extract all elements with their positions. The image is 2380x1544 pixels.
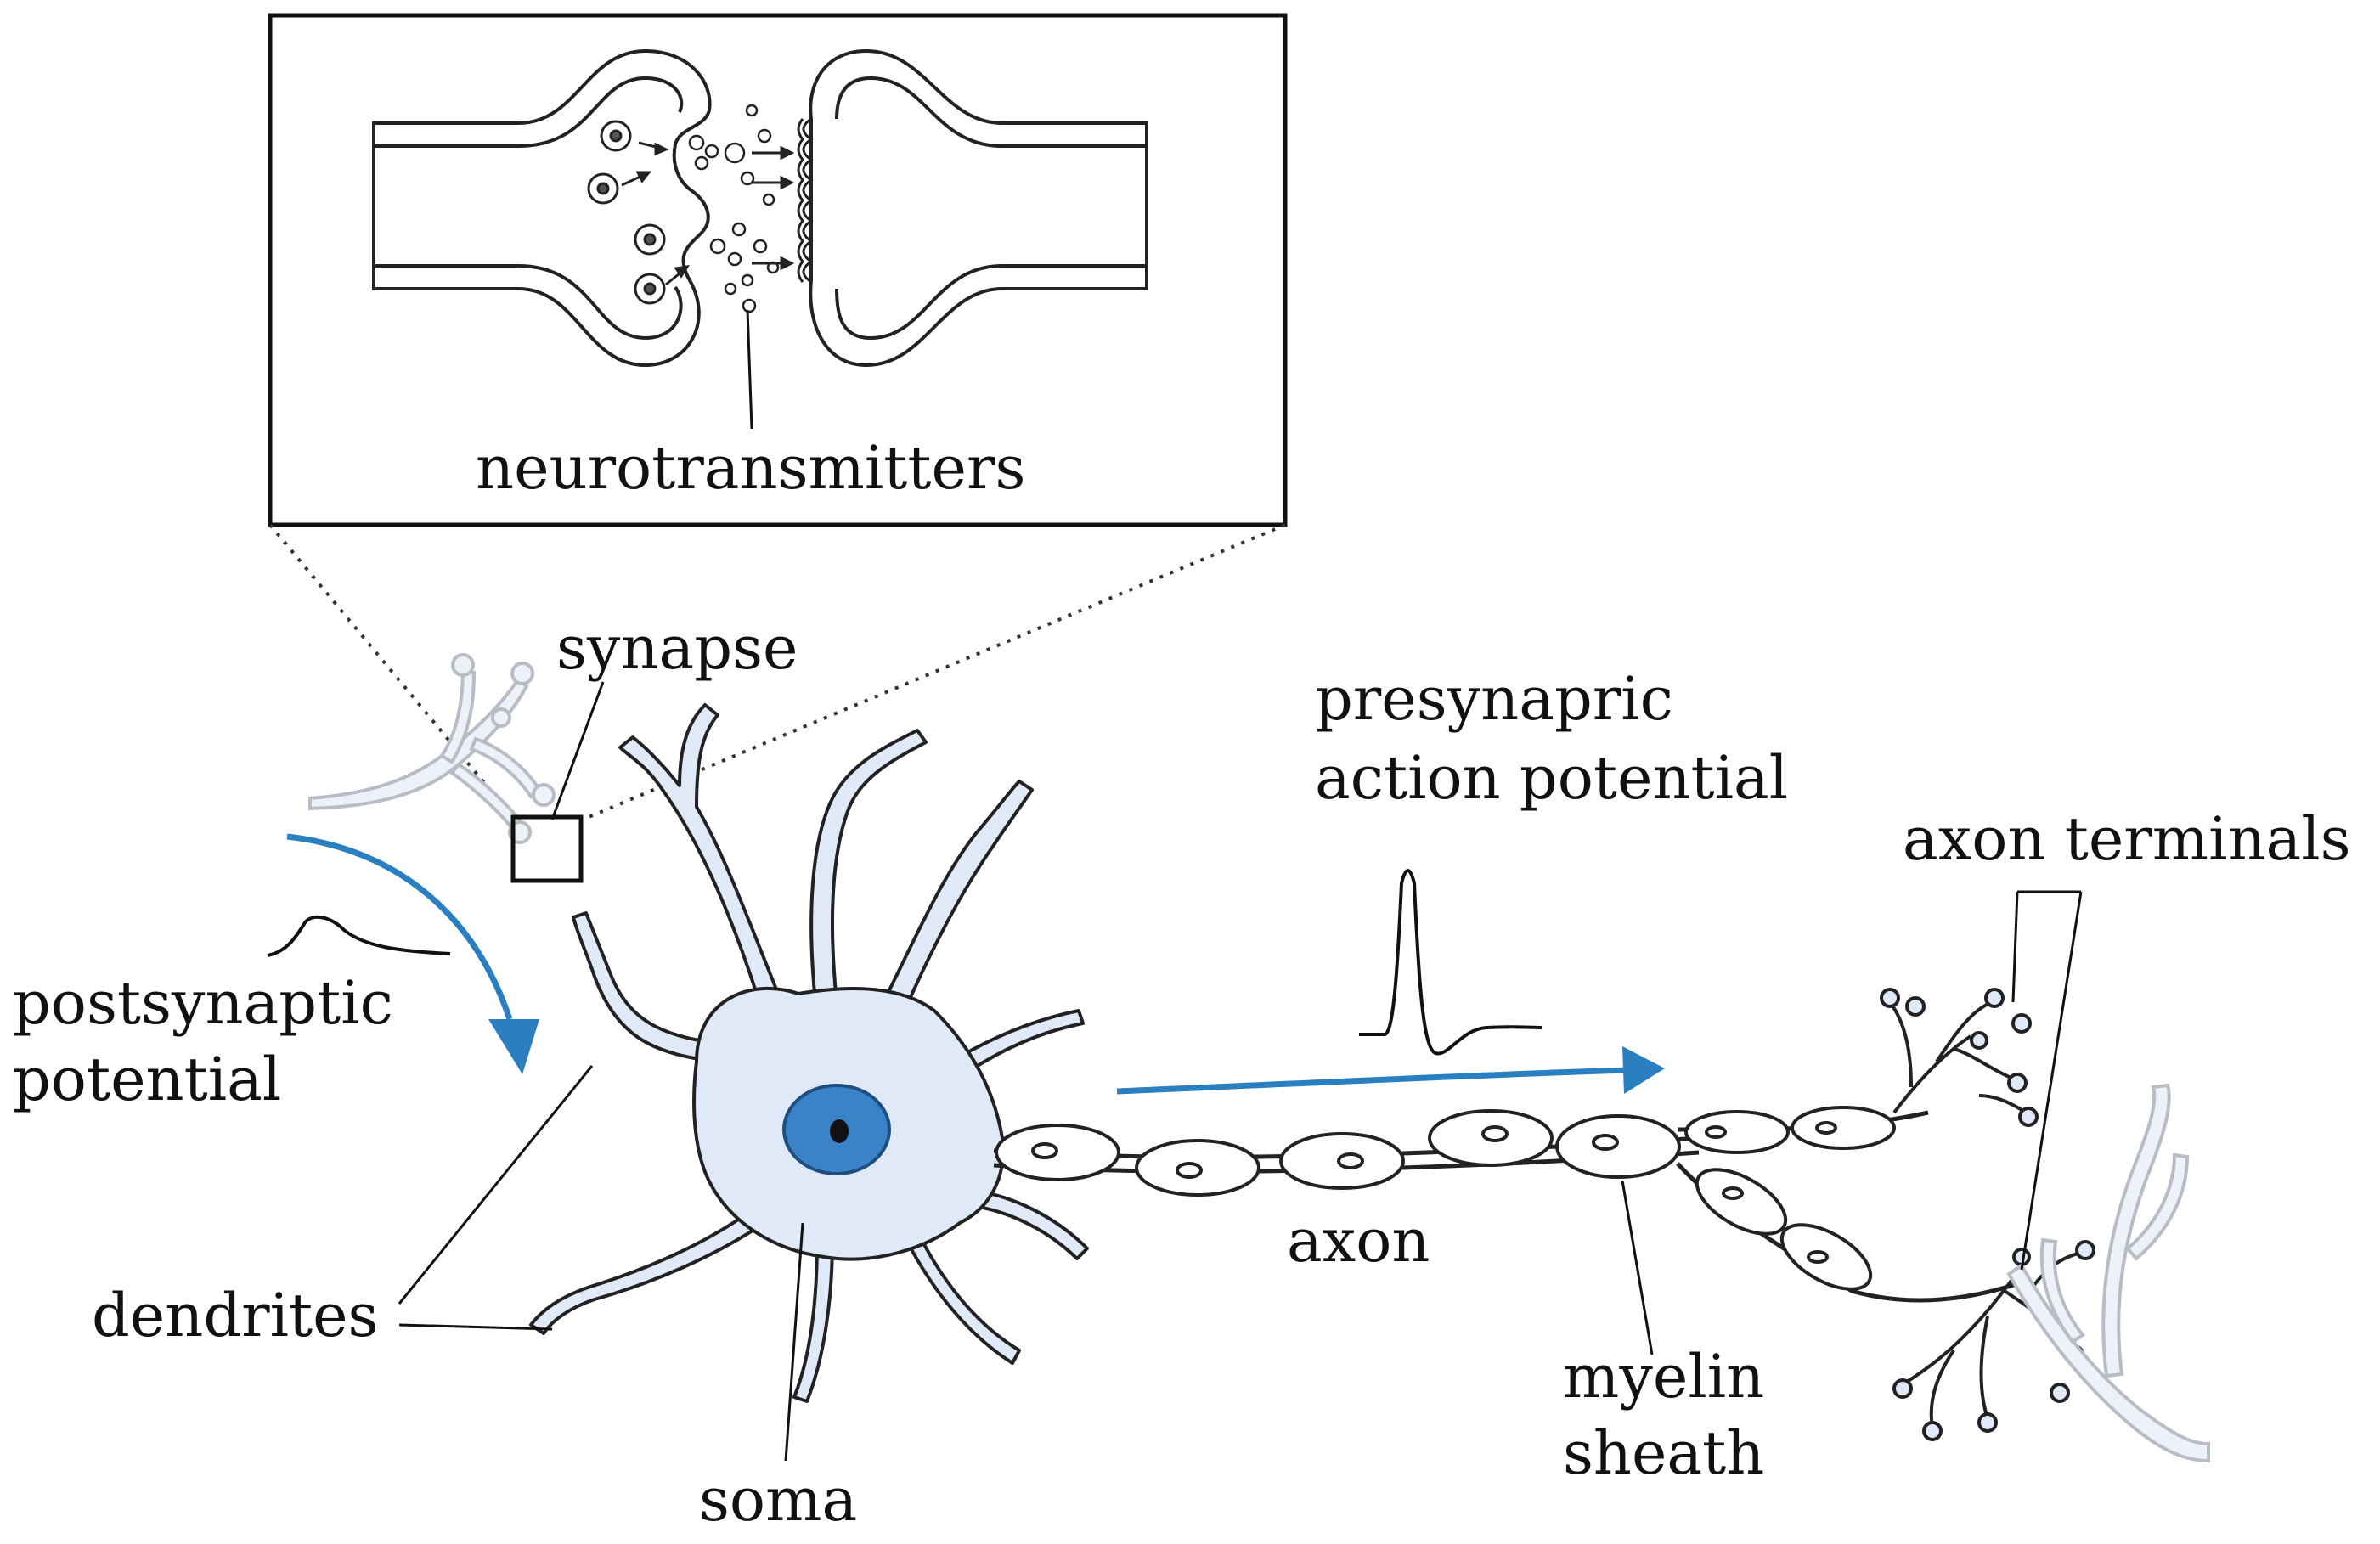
- postsynaptic-potential-trace: [267, 915, 451, 957]
- synapse-label: synapse: [556, 613, 798, 683]
- dendrites-label: dendrites: [92, 1281, 378, 1350]
- presynaptic-label-line2: action potential: [1315, 743, 1788, 813]
- postsynaptic-neuron: [2006, 1083, 2210, 1463]
- soma-label: soma: [699, 1465, 857, 1535]
- zoom-line-left: [268, 523, 516, 821]
- myelin-label-line1: myelin: [1563, 1342, 1764, 1412]
- postsynaptic-label-line2: potential: [13, 1045, 281, 1114]
- presynaptic-label-line1: presynapric: [1315, 664, 1673, 734]
- axon-terminals-leader-lower: [2020, 891, 2083, 1271]
- postsynaptic-arrow-head: [488, 1019, 539, 1074]
- neurotransmitters-label: neurotransmitters: [476, 433, 1025, 503]
- synapse-inset: neurotransmitters: [268, 13, 1288, 527]
- axon-arrow-head: [1622, 1046, 1665, 1094]
- soma-leader: [784, 1222, 804, 1462]
- synapse-leader: [550, 681, 605, 820]
- dendrites-leader-lower: [398, 1323, 553, 1331]
- postsynaptic-label-line1: postsynaptic: [13, 968, 393, 1038]
- axon-flow-arrow: [1116, 1067, 1632, 1095]
- dendrites-leader-upper: [398, 1065, 594, 1305]
- action-potential-trace: [1359, 869, 1542, 1056]
- postsynaptic-terminal: [809, 48, 1148, 368]
- myelin-leader: [1621, 1180, 1654, 1355]
- nucleolus: [830, 1119, 849, 1143]
- neuron: [529, 703, 1089, 1403]
- synapse-marker-box: [510, 814, 584, 883]
- neurotransmitter-molecules: [688, 104, 780, 313]
- myelin-label-line2: sheath: [1563, 1418, 1764, 1488]
- presynaptic-terminal: [372, 48, 712, 368]
- neurotransmitters-leader: [746, 309, 753, 430]
- axon: [993, 1106, 2022, 1303]
- receptors: [797, 117, 814, 284]
- axon-label: axon: [1287, 1206, 1430, 1276]
- vesicles: [587, 120, 666, 305]
- transmission-arrows: [621, 141, 795, 286]
- axon-terminals-label: axon terminals: [1903, 804, 2351, 874]
- postsynaptic-flow-arrow: [286, 833, 513, 1021]
- myelin-sheath-segments: [995, 1109, 1681, 1197]
- presynaptic-neuron-terminals: [308, 653, 556, 844]
- axon-terminals-leader-upper: [2011, 891, 2019, 1003]
- dendrites: [529, 703, 1089, 1403]
- axon-terminals: [1880, 988, 2095, 1441]
